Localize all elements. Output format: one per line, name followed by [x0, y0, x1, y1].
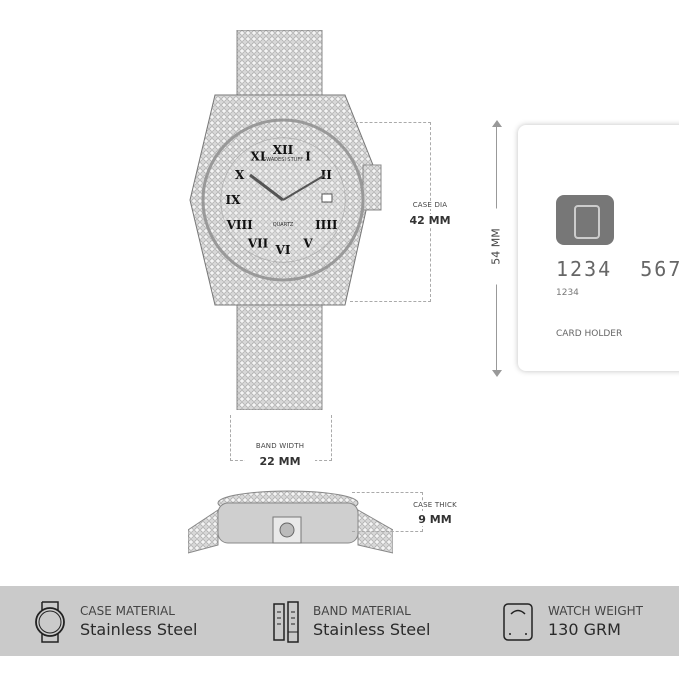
dial-numeral: VI	[275, 243, 291, 257]
credit-card: 1234 567 1234 CARD HOLDER	[518, 125, 679, 371]
card-holder: CARD HOLDER	[556, 329, 623, 339]
case-dia-value: 42 MM	[395, 214, 465, 227]
watch-band-icon	[273, 601, 299, 643]
watch-weight-value: 130 GRM	[548, 620, 621, 639]
band-material-value: Stainless Steel	[313, 620, 431, 639]
dial-numeral: II	[321, 168, 333, 182]
arrow-down-icon	[492, 370, 502, 377]
card-number: 1234 567	[556, 257, 679, 281]
dial-numeral: X	[235, 168, 245, 182]
case-material-value: Stainless Steel	[80, 620, 198, 639]
band-width-label: BAND WIDTH	[245, 442, 315, 450]
band-width-value: 22 MM	[245, 455, 315, 468]
case-dia-label: CASE DIA	[395, 201, 465, 209]
case-thick-dimension-line	[352, 492, 423, 532]
watch-brand: SWADESI STUFF	[263, 157, 303, 163]
chip-icon	[556, 195, 614, 245]
band-material-title: BAND MATERIAL	[313, 604, 411, 618]
dial-numeral: VIII	[226, 218, 254, 232]
dial-numeral: IIII	[315, 218, 338, 232]
case-dia-dimension-line	[350, 122, 431, 302]
dial-numeral: V	[302, 236, 313, 250]
case-thick-label: CASE THICK	[410, 501, 460, 509]
dial-numeral: XI	[251, 150, 266, 164]
watch-side-image	[188, 490, 393, 554]
watch-weight-title: WATCH WEIGHT	[548, 604, 643, 618]
scale-icon	[503, 603, 533, 641]
feature-strip: CASE MATERIAL Stainless Steel BAND MATER…	[0, 586, 679, 656]
case-thick-value: 9 MM	[410, 513, 460, 526]
dial-numeral: I	[305, 150, 311, 164]
dial-numeral: IX	[226, 193, 242, 207]
card-number-small: 1234	[556, 288, 579, 298]
dial-numeral: VII	[247, 236, 269, 250]
watch-icon	[35, 601, 65, 643]
case-material-title: CASE MATERIAL	[80, 604, 175, 618]
dial-numeral: XII	[273, 143, 294, 157]
arrow-up-icon	[492, 120, 502, 127]
card-height-value: 54 MM	[489, 208, 503, 285]
watch-movement: QUARTZ	[273, 222, 294, 228]
